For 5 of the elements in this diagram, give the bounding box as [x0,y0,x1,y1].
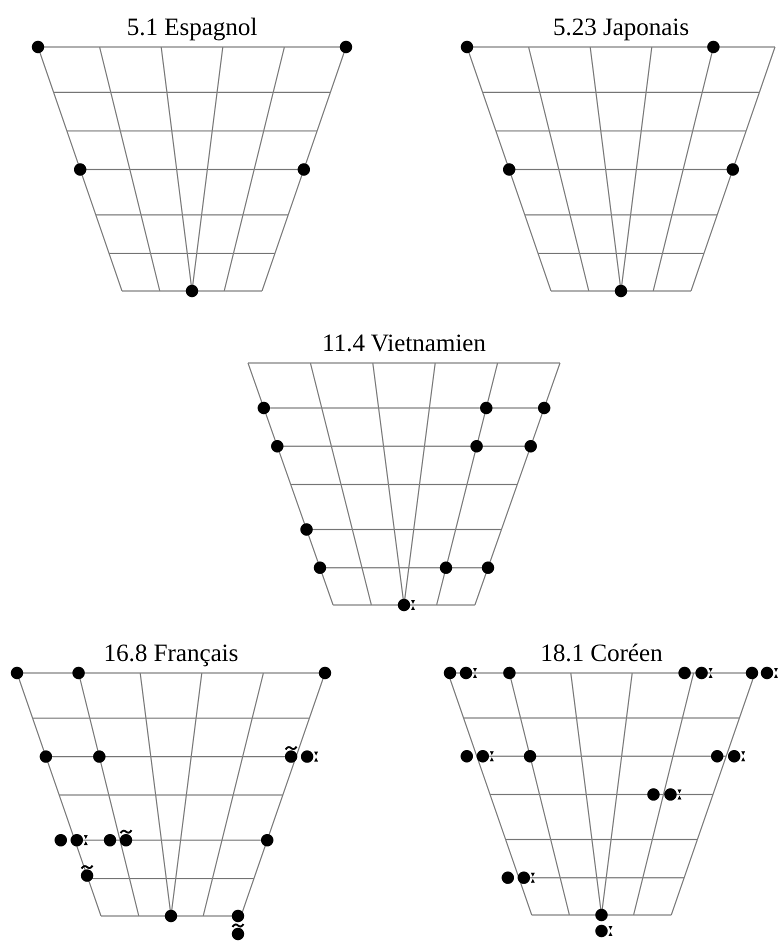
chart-title: 16.8 Français [104,640,238,668]
chart-title: 5.1 Espagnol [126,14,258,42]
chart-title: 5.23 Japonais [552,14,690,42]
chart-title: 11.4 Vietnamien [322,330,486,358]
chart-title: 18.1 Coréen [540,640,663,668]
